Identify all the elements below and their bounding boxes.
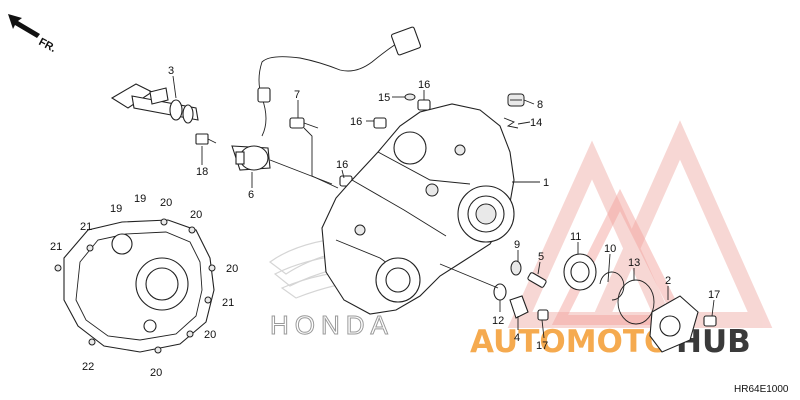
part-8-cap <box>507 93 525 107</box>
callout-21: 21 <box>222 297 234 309</box>
watermark-prefix: AUTOMOTO <box>470 324 670 360</box>
part-3-shift-spindle <box>110 83 199 124</box>
callout-17: 17 <box>708 289 720 301</box>
callout-6: 6 <box>248 189 254 201</box>
callout-21: 21 <box>50 241 62 253</box>
callout-21: 21 <box>80 221 92 233</box>
callout-4: 4 <box>514 332 520 344</box>
callout-10: 10 <box>604 243 616 255</box>
leader-lines <box>172 75 715 339</box>
callouts: 3 7 15 16 16 16 8 14 1 18 6 9 5 11 10 13… <box>50 65 720 379</box>
part-2-cover <box>649 295 699 353</box>
callout-20: 20 <box>226 263 238 275</box>
part-13-o-ring <box>617 279 655 325</box>
automotohub-logo-icon <box>507 120 773 328</box>
callout-20: 20 <box>150 367 162 379</box>
callout-7: 7 <box>294 89 300 101</box>
callout-14: 14 <box>530 117 542 129</box>
part-4-plate <box>509 295 529 319</box>
part-18-bolt <box>195 133 217 145</box>
callout-20: 20 <box>160 197 172 209</box>
part-5-bolt <box>527 272 547 288</box>
diagram-code: HR64E1000 <box>734 384 789 395</box>
part-17-bolt-a <box>537 309 549 321</box>
part-15-washer <box>404 93 416 101</box>
callout-16: 16 <box>350 116 362 128</box>
part-14-clip <box>503 117 519 129</box>
part-17-bolt-b <box>703 315 717 327</box>
callout-20: 20 <box>204 329 216 341</box>
part-9-oil-seal <box>510 260 522 276</box>
part-11-bearing <box>563 253 597 291</box>
callout-19: 19 <box>134 193 146 205</box>
callout-17: 17 <box>536 340 548 352</box>
part-12-seal <box>493 283 507 301</box>
callout-18: 18 <box>196 166 208 178</box>
part-10-circlip <box>599 271 625 301</box>
callout-5: 5 <box>538 251 544 263</box>
callout-3: 3 <box>168 65 174 77</box>
callout-20: 20 <box>190 209 202 221</box>
callout-8: 8 <box>537 99 543 111</box>
callout-9: 9 <box>514 239 520 251</box>
callout-15: 15 <box>378 92 390 104</box>
callout-13: 13 <box>628 257 640 269</box>
callout-1: 1 <box>543 177 549 189</box>
callout-16: 16 <box>418 79 430 91</box>
honda-wordmark: HONDA <box>270 310 394 340</box>
callout-19: 19 <box>110 203 122 215</box>
callout-12: 12 <box>492 315 504 327</box>
front-label: FR. <box>37 36 58 55</box>
case-gasket <box>54 218 216 354</box>
callout-11: 11 <box>570 231 581 243</box>
part-16-dowel-b <box>373 117 387 129</box>
front-arrow-icon <box>8 14 40 38</box>
automotohub-wordmark: AUTOMOTO HUB <box>470 324 751 360</box>
part-16-dowel-a <box>417 99 431 111</box>
part-7-bolt <box>289 117 319 129</box>
callout-2: 2 <box>665 275 671 287</box>
callout-22: 22 <box>82 361 94 373</box>
part-1-transmission-case <box>321 103 515 315</box>
callout-16: 16 <box>336 159 348 171</box>
part-6-sensor-harness <box>231 26 422 171</box>
